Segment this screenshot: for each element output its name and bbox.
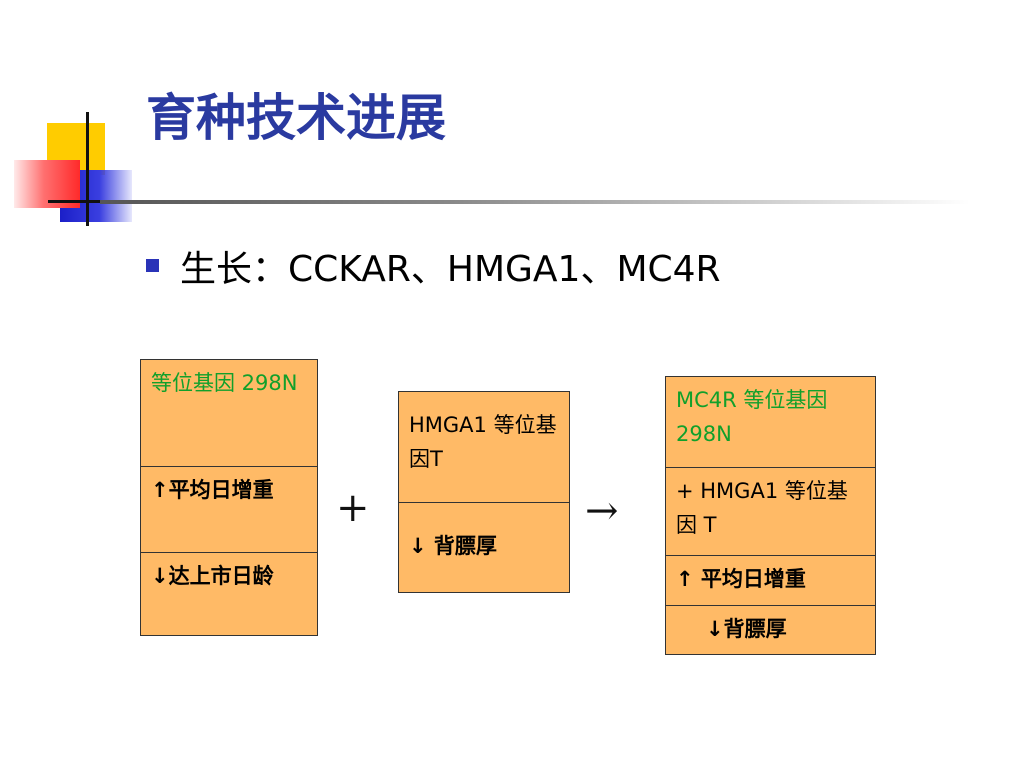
bullet-square-icon	[146, 259, 159, 272]
middle-gene-box: HMGA1 等位基因T ↓ 背膘厚	[398, 391, 570, 593]
left-box-market-age: ↓达上市日龄	[141, 552, 317, 636]
left-box-market-age-text: ↓达上市日龄	[151, 564, 274, 588]
left-box-allele: 等位基因 298N	[141, 360, 317, 466]
right-box-daily-gain-text: ↑ 平均日增重	[676, 567, 806, 591]
right-box-hmga1-allele-text: + HMGA1 等位基因 T	[676, 479, 848, 537]
slide-title: 育种技术进展	[146, 88, 446, 147]
right-box-mc4r-allele: MC4R 等位基因 298N	[666, 377, 875, 467]
middle-box-allele-text: HMGA1 等位基因T	[409, 413, 557, 471]
left-box-allele-text: 等位基因 298N	[151, 371, 298, 395]
plus-operator: +	[336, 485, 370, 531]
right-box-daily-gain: ↑ 平均日增重	[666, 555, 875, 605]
left-box-daily-gain-text: ↑平均日增重	[151, 478, 274, 502]
middle-box-backfat: ↓ 背膘厚	[399, 502, 569, 593]
title-underline	[100, 200, 970, 204]
right-box-backfat-text: ↓背膘厚	[706, 617, 787, 641]
right-box-mc4r-allele-text: MC4R 等位基因 298N	[676, 388, 828, 446]
logo-horizontal-line	[48, 200, 126, 203]
left-gene-box: 等位基因 298N ↑平均日增重 ↓达上市日龄	[140, 359, 318, 636]
bullet-growth-genes: 生长：CCKAR、HMGA1、MC4R	[180, 249, 721, 290]
right-box-backfat: ↓背膘厚	[666, 605, 875, 655]
middle-box-backfat-text: ↓ 背膘厚	[409, 534, 497, 558]
middle-box-allele: HMGA1 等位基因T	[399, 392, 569, 502]
right-box-hmga1-allele: + HMGA1 等位基因 T	[666, 467, 875, 555]
right-gene-box: MC4R 等位基因 298N + HMGA1 等位基因 T ↑ 平均日增重 ↓背…	[665, 376, 876, 655]
logo-vertical-line	[86, 112, 89, 226]
right-arrow-operator: →	[585, 488, 619, 534]
left-box-daily-gain: ↑平均日增重	[141, 466, 317, 552]
